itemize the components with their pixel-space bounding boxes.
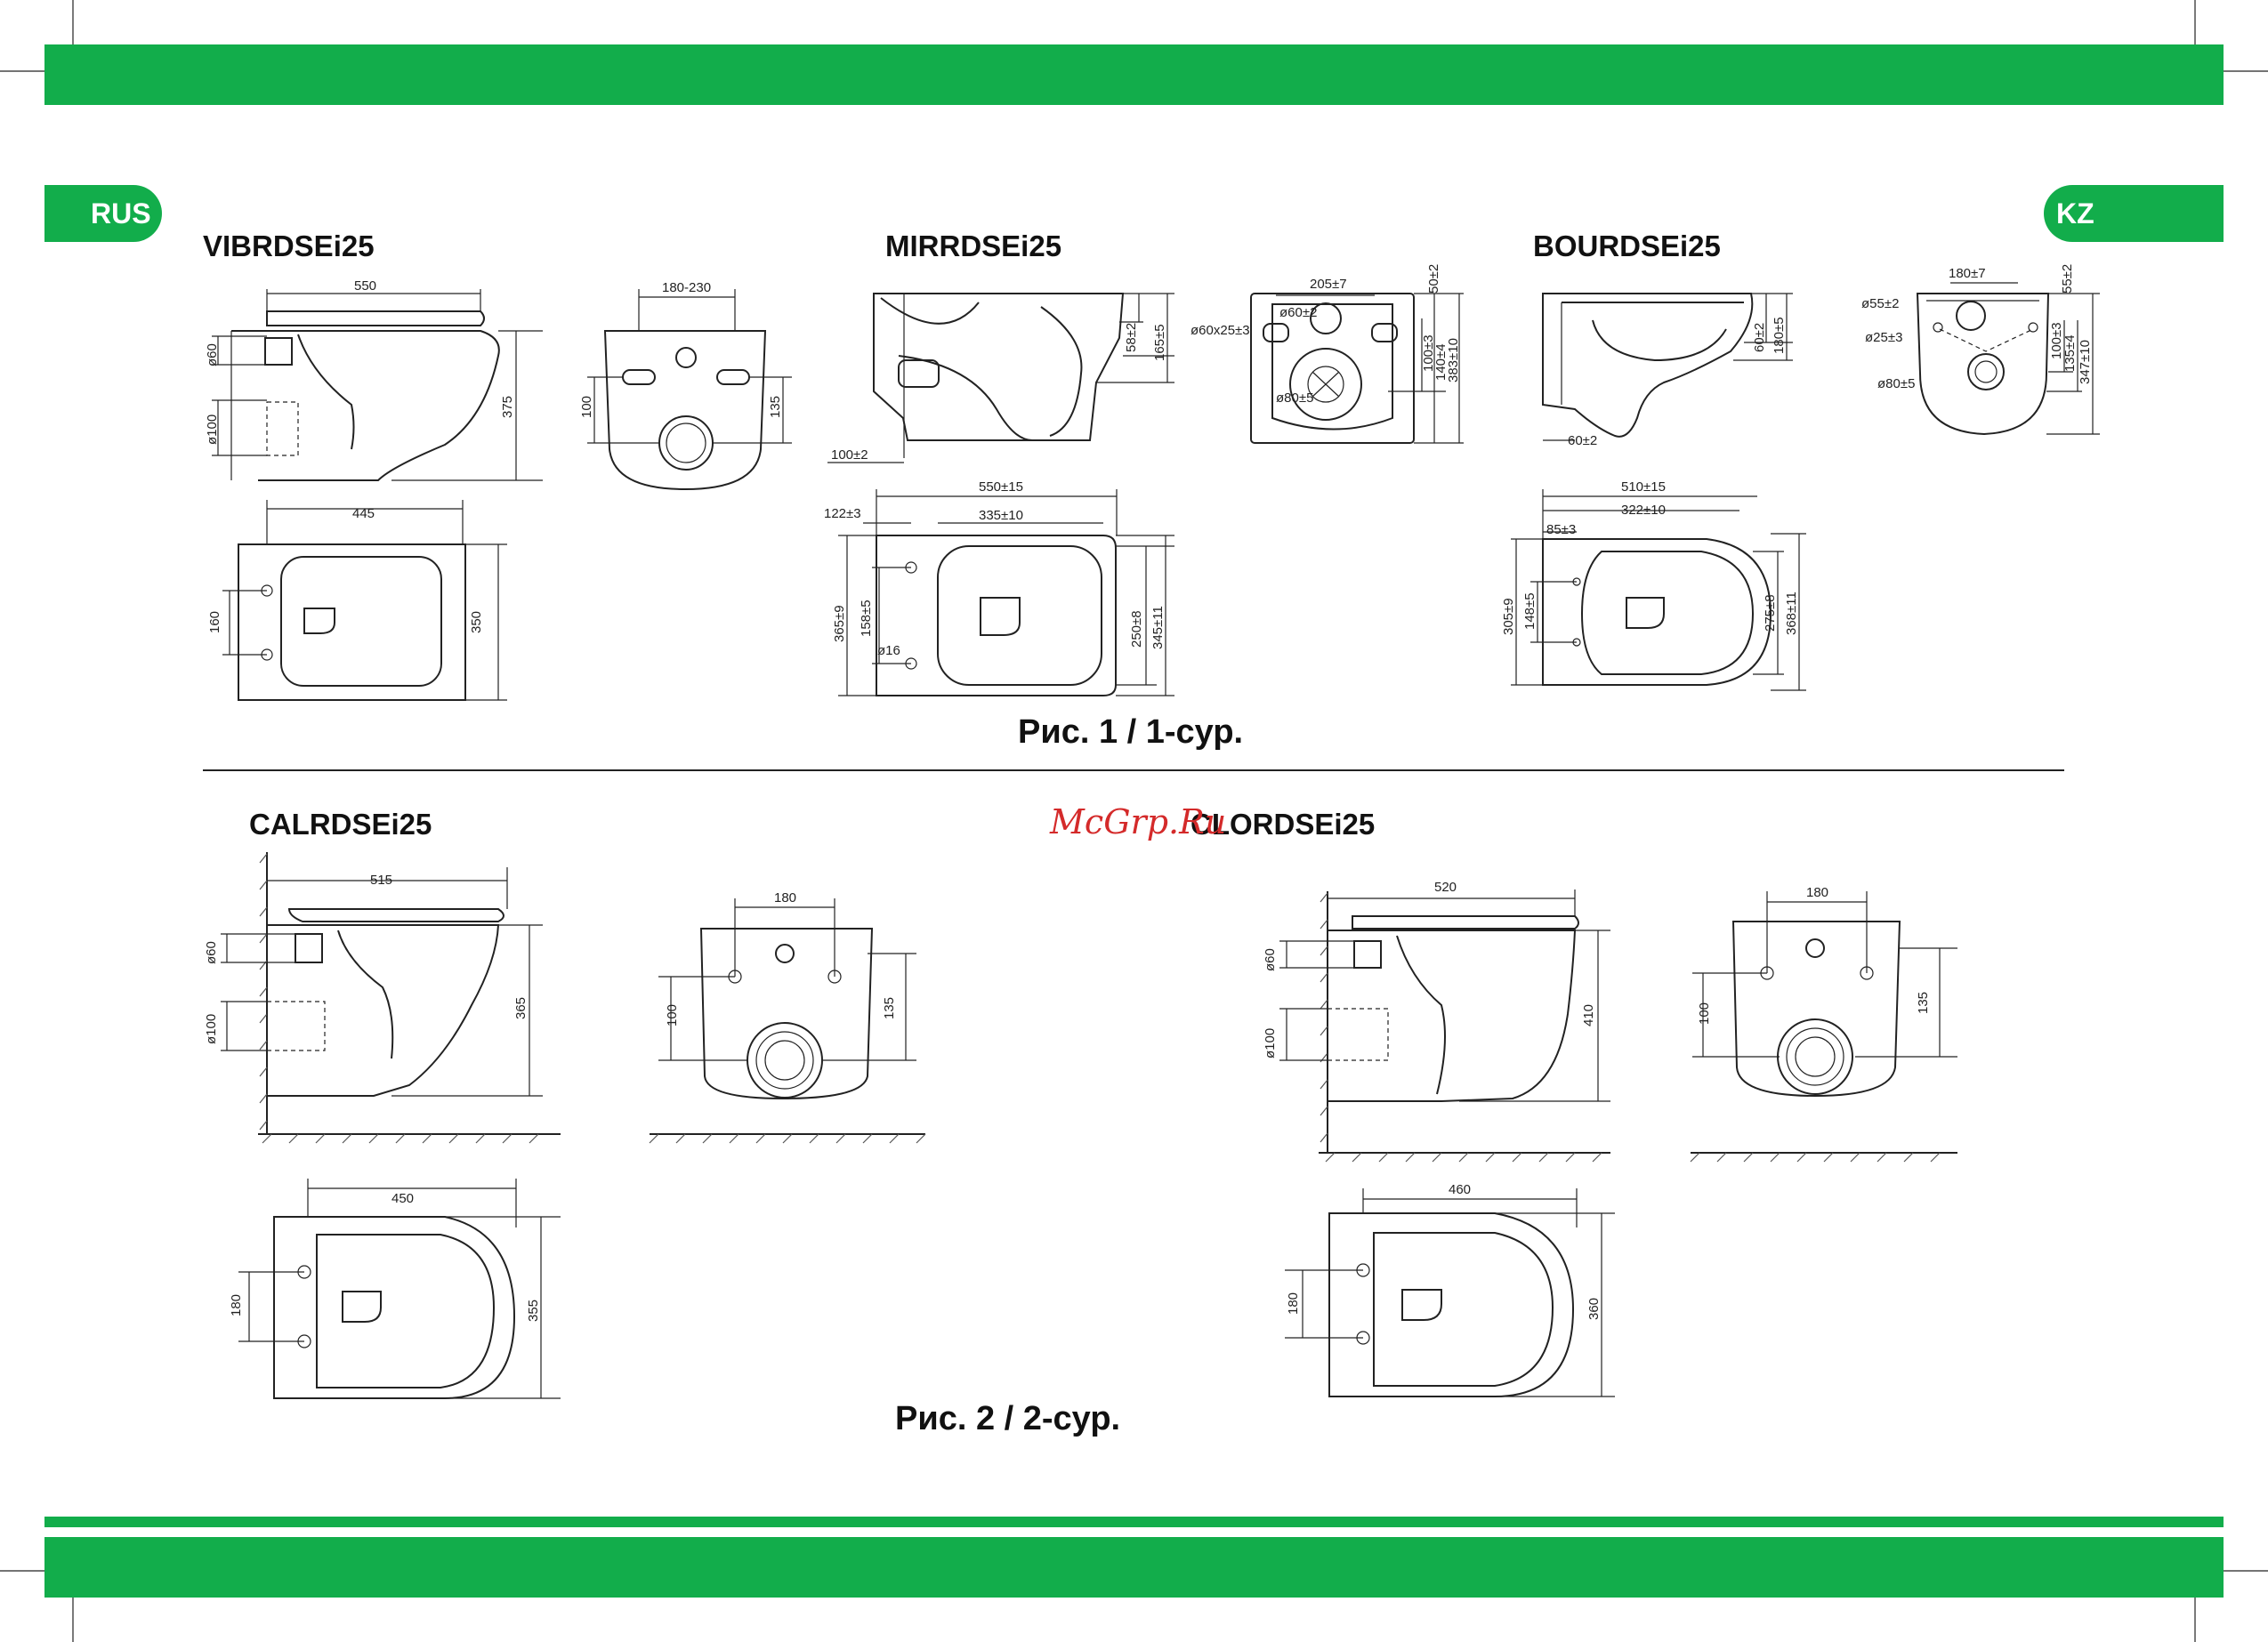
cal-rear-100-label: 100 — [665, 1004, 680, 1026]
bou-a85-label: 85±3 — [1546, 522, 1576, 537]
mir-d16-label: ø16 — [877, 643, 900, 658]
bou-len-label: 510±15 — [1621, 479, 1666, 495]
cal-top-180-label: 180 — [229, 1294, 244, 1316]
clo-height-label: 410 — [1581, 1004, 1596, 1026]
clo-rear-width-label: 180 — [1806, 885, 1828, 900]
vib-top-view: 445 160 350 — [207, 500, 507, 701]
mir-v158-label: 158±5 — [859, 600, 874, 637]
bottom-green-stripe — [44, 1517, 2224, 1527]
model-title-clo: CLORDSEi25 — [1190, 808, 1376, 841]
lang-tab-kz-label: KZ — [2056, 197, 2094, 229]
bou-v305-label: 305±9 — [1501, 598, 1516, 635]
bou-h55-label: 55±2 — [2060, 264, 2075, 294]
vib-top-width-label: 445 — [352, 506, 375, 521]
figure-caption-2: Рис. 2 / 2-сур. — [895, 1400, 1121, 1437]
model-title-vib: VIBRDSEi25 — [203, 229, 375, 262]
mir-len-label: 550±15 — [979, 479, 1023, 495]
vib-len-label: 550 — [354, 278, 376, 294]
mir-h165-label: 165±5 — [1152, 324, 1167, 361]
mir-h383-label: 383±10 — [1446, 338, 1461, 382]
mir-h140-label: 140±4 — [1433, 343, 1449, 381]
bou-off60-label: 60±2 — [1568, 433, 1597, 448]
clo-top-180-label: 180 — [1286, 1292, 1301, 1315]
mir-d60-label: ø60±2 — [1279, 305, 1317, 320]
bou-h100-label: 100±3 — [2049, 322, 2064, 359]
bou-a322-label: 322±10 — [1621, 503, 1666, 518]
bou-rear-view: 180±7 55±2 ø55±2 ø25±3 100±3 135±4 347±1… — [1861, 264, 2100, 436]
mir-v365-label: 365±9 — [832, 605, 847, 642]
mir-rear-view: 205±7 ø60x25±3 ø60±2 50±2 100±3 140±4 38… — [1190, 264, 1464, 444]
cal-d60-label: ø60 — [204, 941, 219, 964]
mir-off100-label: 100±2 — [831, 447, 868, 463]
bou-d25-label: ø25±3 — [1865, 330, 1902, 345]
model-title-mir: MIRRDSEi25 — [885, 229, 1062, 262]
cal-top-355-label: 355 — [526, 1300, 541, 1322]
clo-top-width-label: 460 — [1449, 1182, 1471, 1197]
vib-rear-100-label: 100 — [579, 396, 594, 418]
watermark: McGrp.Ru — [1050, 802, 1227, 841]
cal-top-view: 450 180 355 — [229, 1179, 561, 1399]
mir-h58-label: 58±2 — [1124, 323, 1139, 352]
cal-rear-135-label: 135 — [882, 997, 897, 1019]
model-title-bou: BOURDSEi25 — [1533, 229, 1721, 262]
bottom-green-band — [44, 1537, 2224, 1598]
bou-d55-label: ø55±2 — [1861, 296, 1899, 311]
clo-rear-view: 180 100 135 — [1690, 885, 1957, 1163]
vib-top-160-label: 160 — [207, 611, 222, 633]
vib-top-350-label: 350 — [469, 611, 484, 633]
bou-w180-label: 180±7 — [1949, 266, 1986, 281]
lang-tab-rus-label: RUS — [91, 197, 151, 229]
cal-side-view: 515 ø60 ø100 365 — [204, 852, 561, 1144]
vib-rear-view: 180-230 100 135 — [579, 280, 792, 491]
model-title-cal: CALRDSEi25 — [249, 808, 432, 841]
cal-d100-label: ø100 — [204, 1014, 219, 1044]
cal-height-label: 365 — [513, 997, 529, 1019]
bou-v275-label: 275±8 — [1763, 594, 1778, 632]
bou-v368-label: 368±11 — [1784, 592, 1799, 635]
clo-rear-100-label: 100 — [1697, 1002, 1712, 1025]
figure-caption-1: Рис. 1 / 1-сур. — [1018, 713, 1244, 751]
mir-top-view: 550±15 122±3 335±10 365±9 158±5 ø16 250±… — [824, 479, 1174, 696]
vib-rear-135-label: 135 — [768, 396, 783, 418]
bou-h60-label: 60±2 — [1752, 323, 1767, 352]
mir-d80-label: ø80±5 — [1276, 390, 1313, 406]
vib-d60-label: ø60 — [205, 343, 220, 366]
clo-d100-label: ø100 — [1263, 1028, 1278, 1058]
clo-top-view: 460 180 360 — [1285, 1182, 1615, 1397]
clo-d60-label: ø60 — [1263, 948, 1278, 971]
bou-h347-label: 347±10 — [2078, 340, 2093, 384]
vib-d100-label: ø100 — [205, 415, 220, 445]
bou-h180-label: 180±5 — [1772, 317, 1787, 354]
mir-h100-label: 100±3 — [1421, 334, 1436, 372]
bou-v148-label: 148±5 — [1522, 592, 1538, 630]
cal-len-label: 515 — [370, 873, 392, 888]
top-green-band — [44, 44, 2224, 105]
mir-h50-label: 50±2 — [1426, 264, 1441, 294]
cal-rear-width-label: 180 — [774, 890, 796, 906]
bou-d80-label: ø80±5 — [1877, 376, 1915, 391]
cal-top-width-label: 450 — [391, 1191, 414, 1206]
lang-tab-kz: KZ — [2044, 185, 2224, 242]
vib-height-label: 375 — [500, 396, 515, 418]
mir-v250-label: 250±8 — [1129, 610, 1144, 648]
mir-side-view: 58±2 165±5 100±2 — [827, 293, 1174, 463]
cal-rear-view: 180 100 135 — [649, 890, 926, 1144]
bou-h135-label: 135±4 — [2062, 334, 2078, 372]
mir-a122-label: 122±3 — [824, 506, 861, 521]
bou-top-view: 510±15 322±10 85±3 305±9 148±5 275±8 368… — [1501, 479, 1806, 691]
mir-d60x25-label: ø60x25±3 — [1190, 323, 1250, 338]
clo-rear-135-label: 135 — [1916, 992, 1931, 1014]
clo-len-label: 520 — [1434, 880, 1457, 895]
mir-a335-label: 335±10 — [979, 508, 1023, 523]
clo-top-360-label: 360 — [1586, 1298, 1602, 1320]
bou-side-view: 60±2 180±5 60±2 — [1542, 293, 1793, 448]
lang-tab-rus: RUS — [44, 185, 162, 242]
clo-side-view: 520 ø60 ø100 410 — [1263, 880, 1610, 1163]
vib-rear-width-label: 180-230 — [662, 280, 711, 295]
mir-w205-label: 205±7 — [1310, 277, 1347, 292]
vib-side-view: 550 ø60 ø100 375 — [205, 278, 543, 481]
mir-v345-label: 345±11 — [1150, 606, 1166, 649]
